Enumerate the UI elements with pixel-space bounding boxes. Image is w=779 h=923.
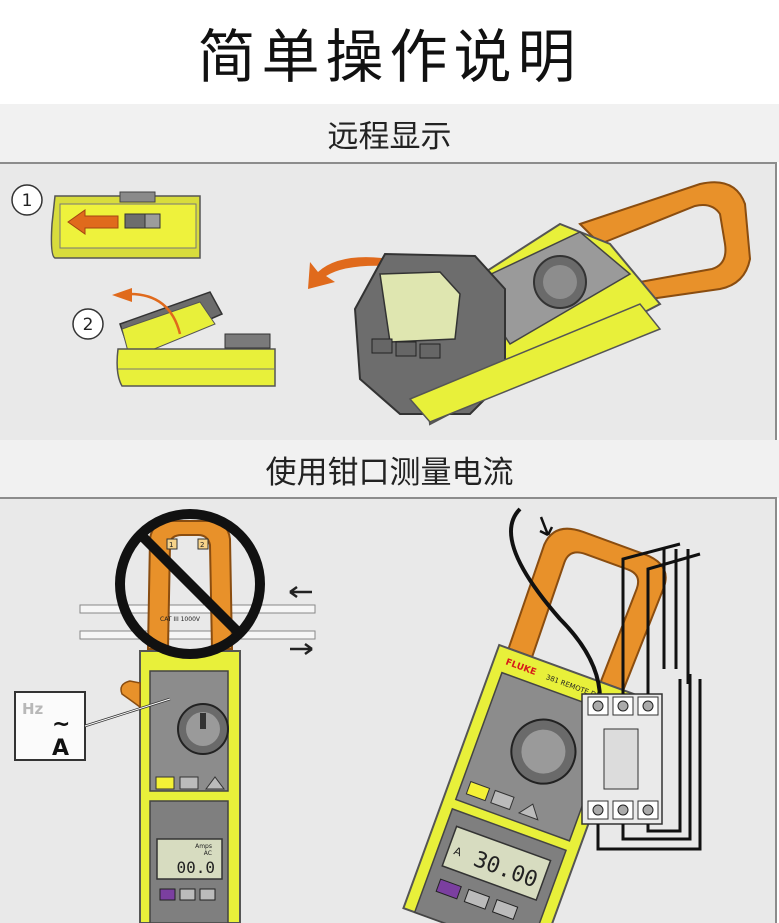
- section-jaw-measure-heading: 使用钳口测量电流: [265, 454, 514, 491]
- jaw-measure-illustration: CAT III 1000V 1 2 Amps AC 00.0: [14, 507, 702, 923]
- function-callout: Hz ~ A: [14, 691, 171, 761]
- detach-arrow-icon: [308, 257, 390, 289]
- current-right-arrow-icon: [290, 642, 313, 656]
- callout-hz: Hz: [22, 700, 44, 718]
- rotate-arrow-icon: [112, 288, 132, 302]
- lcd-unit-top: Amps: [195, 843, 212, 850]
- conductor-wire: [509, 507, 602, 700]
- clamp-meter-right: FLUKE 381 REMOTE DISPLAY A 30.00: [402, 527, 667, 923]
- lcd-display: [156, 838, 223, 880]
- step-1-illustration: 1: [11, 184, 201, 259]
- remote-display-panel: 1 2: [0, 162, 777, 442]
- callout-unit: A: [52, 736, 69, 761]
- lcd-unit-bottom: AC: [204, 850, 212, 857]
- remote-display-illustration: 1 2: [11, 181, 752, 426]
- clamp-meter-left: CAT III 1000V 1 2 Amps AC 00.0: [120, 520, 241, 923]
- page-title-bar: 简单操作说明: [0, 0, 779, 104]
- callout-wave: ~: [52, 712, 70, 737]
- remote-display-screen: [379, 271, 461, 343]
- lcd-display: [441, 825, 552, 902]
- step-1-badge: [11, 184, 43, 216]
- prohibited-icon: [115, 509, 265, 659]
- section-remote-display-heading: 远程显示: [327, 118, 452, 155]
- step-2-illustration: 2: [72, 288, 276, 387]
- section-remote-display-band: [0, 104, 779, 162]
- jaw-cat-label: CAT III 1000V: [160, 616, 201, 623]
- step-2-number: 2: [83, 315, 94, 335]
- page-title: 简单操作说明: [197, 23, 582, 91]
- wire-pair: [79, 585, 316, 656]
- step-1-number: 1: [22, 191, 33, 211]
- jaw-measure-panel: CAT III 1000V 1 2 Amps AC 00.0: [0, 497, 777, 923]
- circuit-breaker: [581, 542, 702, 851]
- current-left-arrow-icon: [289, 585, 312, 599]
- slide-left-arrow-icon: [67, 209, 119, 235]
- jaw-mark-right: 2: [200, 541, 204, 549]
- jaw-mark-left: 1: [169, 541, 173, 549]
- lcd-reading: 00.0: [176, 858, 215, 877]
- clamp-meter-remote: [353, 181, 752, 426]
- step-2-badge: [72, 308, 104, 340]
- section-jaw-measure-band: [0, 440, 779, 498]
- lcd-prefix: A: [452, 844, 464, 859]
- current-direction-arrow-icon: [539, 516, 554, 537]
